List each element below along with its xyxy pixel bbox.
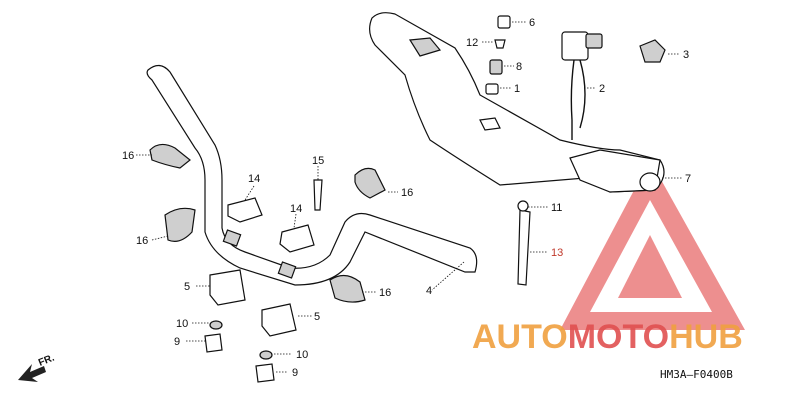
nut-part-8: [489, 59, 503, 75]
direction-arrow-icon: [18, 364, 46, 382]
holder-lower-part-5b: [261, 303, 297, 337]
washer-part-10b: [259, 350, 273, 360]
ignition-switch: [561, 31, 603, 140]
callout-16d: 16: [379, 287, 391, 299]
watermark-hub: HUB: [669, 318, 743, 356]
callout-5b: 5: [314, 311, 320, 323]
watermark-brand: AUTOMOTOHUB: [472, 318, 743, 356]
callout-14a: 14: [248, 173, 260, 185]
holder-lower-part-5a: [209, 269, 246, 306]
cap-part-6: [497, 15, 511, 29]
callout-5a: 5: [184, 281, 190, 293]
callout-8: 8: [516, 61, 522, 73]
cable-part-13: [517, 209, 531, 286]
svg-text:AUTOMOTOHUB: AUTOMOTOHUB: [472, 318, 743, 356]
callout-15: 15: [312, 155, 324, 167]
callout-10a: 10: [176, 318, 188, 330]
grommet-part-1: [485, 83, 499, 95]
front-direction-indicator: FR.: [18, 352, 56, 382]
callout-14b: 14: [290, 203, 302, 215]
callout-11: 11: [551, 202, 562, 214]
holder-upper-part-14a: [227, 197, 263, 223]
holder-upper-part-14b: [279, 224, 315, 253]
callout-16c: 16: [401, 187, 413, 199]
callout-6: 6: [529, 17, 535, 29]
top-cover: [369, 12, 665, 193]
direction-label: FR.: [37, 352, 56, 368]
callout-16a: 16: [122, 150, 134, 162]
callout-labels: 6 12 8 1 3 2 7 11 13 4 16 16 16 16 14 14…: [122, 17, 691, 379]
watermark-logo: [560, 160, 745, 330]
clamp-part-16a: [149, 143, 191, 169]
washer-part-10a: [209, 320, 223, 330]
callout-9a: 9: [174, 336, 180, 348]
diagram-code: HM3A–F0400B: [660, 368, 733, 381]
watermark-moto: MOTO: [568, 318, 669, 356]
clamp-part-16d: [329, 274, 366, 303]
callout-7: 7: [685, 173, 691, 185]
callout-3: 3: [683, 49, 689, 61]
callout-12: 12: [466, 37, 478, 49]
cap-part-3: [639, 39, 666, 63]
nut-part-9a: [204, 333, 223, 353]
callout-1: 1: [514, 83, 520, 95]
bolt-part-12: [494, 39, 506, 49]
clamp-part-16b: [164, 207, 196, 242]
clamp-part-16c: [354, 167, 386, 199]
nut-part-9b: [255, 363, 275, 383]
callout-13: 13: [551, 247, 563, 259]
bolt-part-15: [313, 179, 323, 211]
leader-lines: [136, 21, 682, 373]
handlebar: [146, 64, 478, 286]
callout-2: 2: [599, 83, 605, 95]
callout-4: 4: [426, 285, 432, 297]
callout-10b: 10: [296, 349, 308, 361]
callout-9b: 9: [292, 367, 298, 379]
watermark-auto: AUTO: [472, 318, 568, 356]
clamp-part-11: [517, 200, 529, 212]
callout-16b: 16: [136, 235, 148, 247]
